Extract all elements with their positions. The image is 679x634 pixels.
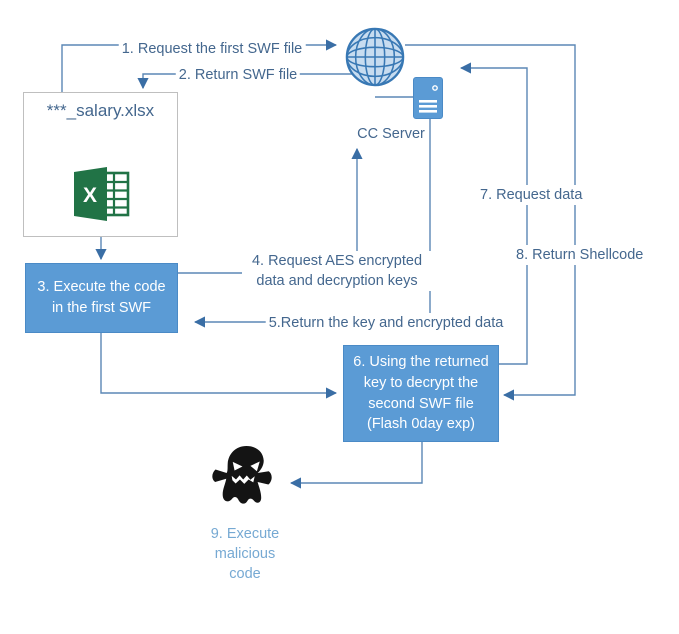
step2-label: 2. Return SWF file [175,65,301,85]
step4-label: 4. Request AES encrypted data and decryp… [242,251,432,291]
excel-icon: X [74,167,130,226]
cc-server-label: CC Server [354,124,428,144]
step6-box: 6. Using the returned key to decrypt the… [343,345,499,442]
server-icon [413,77,443,124]
xlsx-file-node: ***_salary.xlsx X [23,92,178,237]
connector-step9 [289,442,423,489]
connector-step5 [193,118,431,328]
step3-box: 3. Execute the code in the first SWF [25,263,178,333]
connector-step7 [459,62,528,365]
connector-step3-to-step6 [100,333,338,399]
step5-label: 5.Return the key and encrypted data [265,313,507,333]
svg-text:X: X [83,184,97,207]
xlsx-file-name: ***_salary.xlsx [46,101,155,120]
connector-step8 [405,44,576,401]
globe-icon [344,26,406,93]
step8-label: 8. Return Shellcode [513,245,647,265]
ghost-icon [207,441,283,518]
step9-label: 9. Execute malicious code [198,524,292,584]
step1-label: 1. Request the first SWF file [118,39,306,59]
step7-label: 7. Request data [477,185,586,205]
